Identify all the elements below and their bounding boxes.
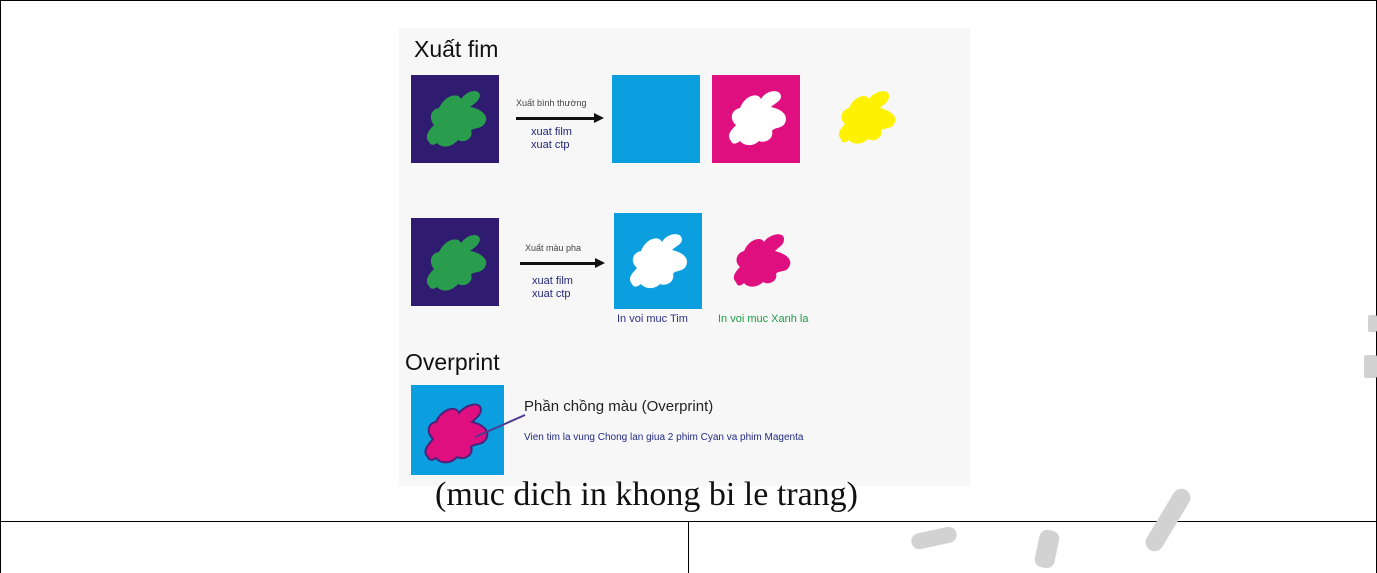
table-border-left: [0, 0, 1, 573]
arrow-normal-line: [516, 117, 595, 120]
magenta-spot-blob: [733, 234, 791, 287]
overprint-label: Phần chồng màu (Overprint): [524, 398, 714, 415]
caption-green-ink: In voi muc Xanh la: [718, 313, 809, 325]
figure-title-overprint: Overprint: [405, 349, 500, 375]
arrow-spot-line: [520, 262, 596, 265]
output-film-row-2: xuat film: [532, 275, 573, 287]
watermark-fragment-lower-right: [1142, 485, 1194, 555]
figure-caption: (muc dich in khong bi le trang): [435, 476, 859, 513]
arrow-spot-head: [595, 258, 605, 268]
arrow-label-spot-color: Xuất màu pha: [525, 243, 582, 253]
watermark-fragment-lower-mid: [1033, 528, 1061, 570]
green-blob-row-2: [426, 234, 487, 291]
arrow-normal-head: [594, 113, 604, 123]
green-blob-row-1: [426, 90, 487, 147]
cyan-plate-square: [612, 75, 700, 163]
table-border-row-divider: [0, 521, 1377, 522]
output-ctp-row-1: xuat ctp: [531, 139, 570, 151]
watermark-fragment-lower-left: [909, 525, 959, 551]
table-border-top: [0, 0, 1377, 1]
table-border-column-divider: [688, 522, 689, 573]
caption-purple-ink: In voi muc Tim: [617, 313, 688, 325]
overprint-note: Vien tim la vung Chong lan giua 2 phim C…: [524, 432, 804, 443]
output-film-row-1: xuat film: [531, 126, 572, 138]
arrow-label-normal: Xuất bình thường: [516, 98, 587, 108]
white-knockout-blob-magenta: [728, 91, 786, 146]
output-ctp-row-2: xuat ctp: [532, 288, 571, 300]
figure-title-xuat-fim: Xuất fim: [414, 36, 499, 62]
white-knockout-blob-cyan: [629, 234, 687, 289]
watermark-fragment-right-mid: [1364, 355, 1377, 378]
yellow-plate-blob: [838, 91, 896, 144]
overprint-magenta-blob: [424, 403, 489, 464]
overprint-pointer-line: [474, 414, 526, 438]
watermark-fragment-right-top: [1368, 315, 1377, 332]
